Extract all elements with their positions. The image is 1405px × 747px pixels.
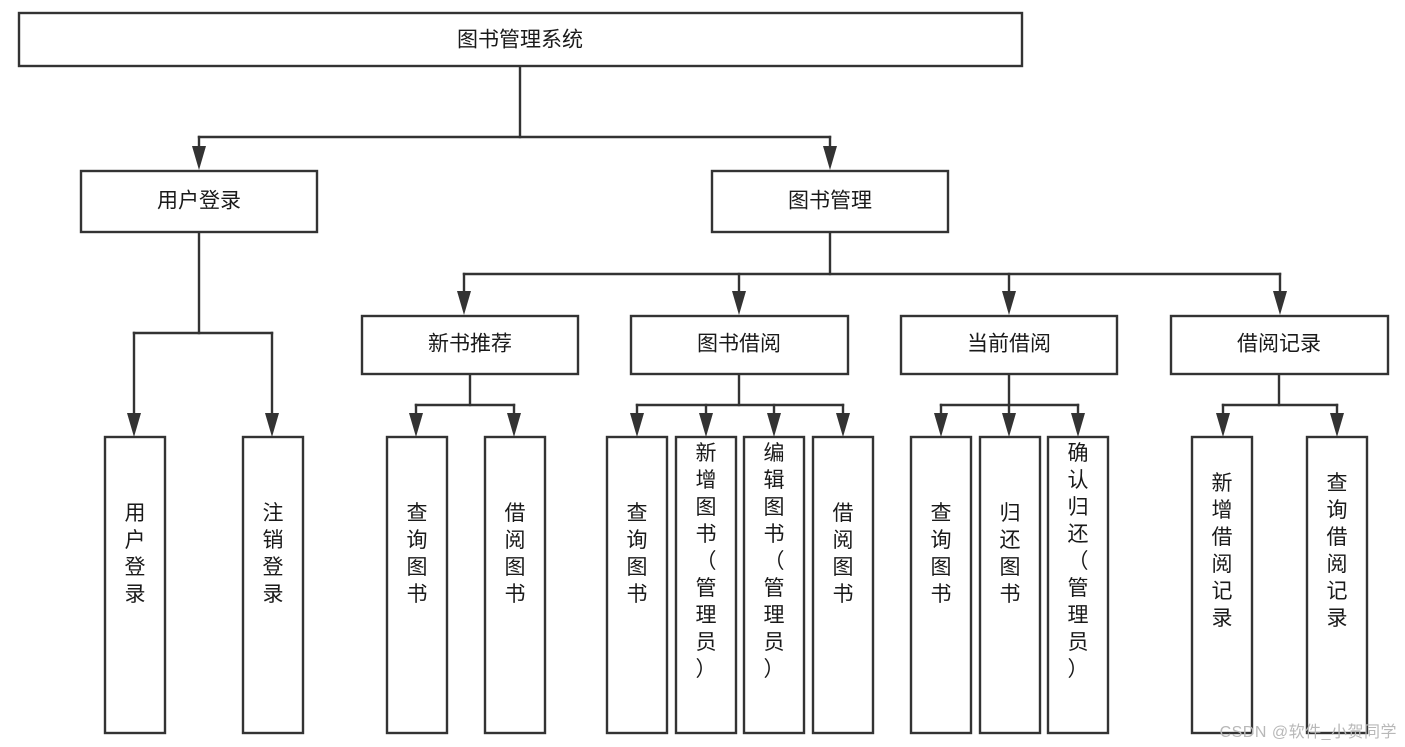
leaf-box-3[interactable] [483,435,547,735]
node-new-book-recommend-box[interactable] [360,314,580,376]
arrow-user-leaf2 [265,413,279,437]
leaf-node[interactable]: 借阅图书 [483,435,547,735]
connector-group-root [192,64,837,170]
leaf-node[interactable]: 查询借阅记录 [1305,435,1369,735]
node-current-borrow-box[interactable] [899,314,1119,376]
leaf-box-11[interactable] [1190,435,1254,735]
leaf-node[interactable]: 编辑图书（管理员） [742,435,806,735]
arrow-current-l3 [1071,413,1085,437]
leaf-label-10: 确认归还（管理员） [1068,442,1089,681]
node-current-borrow-label: 当前借阅 [967,333,1051,356]
arrow-borrow-l4 [836,413,850,437]
arrow-user-leaf1 [127,413,141,437]
leaf-node[interactable]: 新增借阅记录 [1190,435,1254,735]
arrow-book-c4 [1273,291,1287,315]
arrow-current-l2 [1002,413,1016,437]
arrow-borrow-l2 [699,413,713,437]
leaf-node[interactable]: 新增图书（管理员） [674,435,738,735]
leaf-label-12: 查询借阅记录 [1327,472,1348,630]
node-user-login-label: 用户登录 [157,190,241,213]
leaf-box-7[interactable] [811,435,875,735]
arrow-root-to-book [823,146,837,170]
node-book-borrow-label: 图书借阅 [697,333,781,356]
connector-group-user-login [127,230,279,437]
leaf-box-4[interactable] [605,435,669,735]
leaf-label-3: 借阅图书 [505,502,526,606]
leaf-label-7: 借阅图书 [833,502,854,606]
leaf-label-11: 新增借阅记录 [1212,472,1233,630]
arrow-newbook-l1 [409,413,423,437]
node-root-label: 图书管理系统 [457,29,583,52]
leaf-label-1: 注销登录 [263,502,284,606]
arrow-borrow-l3 [767,413,781,437]
leaf-node[interactable]: 查询图书 [385,435,449,735]
connector-group-book-manage [457,230,1287,315]
leaf-box-8[interactable] [909,435,973,735]
connector-group-record [1216,372,1344,437]
node-user-login[interactable]: 用户登录 [79,169,319,234]
leaf-node[interactable]: 用户登录 [103,435,167,735]
leaf-label-0: 用户登录 [125,502,146,606]
leaf-node[interactable]: 查询图书 [605,435,669,735]
leaf-node[interactable]: 确认归还（管理员） [1046,435,1110,735]
node-borrow-record-box[interactable] [1169,314,1390,376]
leaf-box-12[interactable] [1305,435,1369,735]
arrow-record-l1 [1216,413,1230,437]
leaf-label-6: 编辑图书（管理员） [764,442,785,681]
node-book-manage-box[interactable] [710,169,950,234]
arrow-book-c3 [1002,291,1016,315]
node-book-manage-label: 图书管理 [788,190,872,213]
node-new-book-recommend-label: 新书推荐 [428,333,512,356]
node-root[interactable]: 图书管理系统 [17,11,1024,68]
arrow-borrow-l1 [630,413,644,437]
node-borrow-record-label: 借阅记录 [1237,333,1321,356]
leaf-node[interactable]: 查询图书 [909,435,973,735]
leaf-box-2[interactable] [385,435,449,735]
node-root-box[interactable] [17,11,1024,68]
leaf-box-0[interactable] [103,435,167,735]
arrow-record-l2 [1330,413,1344,437]
node-current-borrow[interactable]: 当前借阅 [899,314,1119,376]
node-book-manage[interactable]: 图书管理 [710,169,950,234]
connector-group-newbook [409,372,521,437]
leaf-label-9: 归还图书 [1000,502,1021,606]
arrow-book-c1 [457,291,471,315]
node-user-login-box[interactable] [79,169,319,234]
leaf-node[interactable]: 借阅图书 [811,435,875,735]
leaf-label-5: 新增图书（管理员） [696,442,717,681]
leaf-box-5[interactable] [674,435,738,735]
leaf-node[interactable]: 归还图书 [978,435,1042,735]
arrow-current-l1 [934,413,948,437]
leaf-box-10[interactable] [1046,435,1110,735]
leaf-box-9[interactable] [978,435,1042,735]
leaf-box-6[interactable] [742,435,806,735]
leaf-box-1[interactable] [241,435,305,735]
node-borrow-record[interactable]: 借阅记录 [1169,314,1390,376]
node-book-borrow-box[interactable] [629,314,850,376]
connector-group-current [934,372,1085,437]
leaf-label-8: 查询图书 [931,502,952,606]
node-book-borrow[interactable]: 图书借阅 [629,314,850,376]
arrow-newbook-l2 [507,413,521,437]
leaf-label-2: 查询图书 [407,502,428,606]
connector-group-borrow [630,372,850,437]
arrow-book-c2 [732,291,746,315]
leaf-node[interactable]: 注销登录 [241,435,305,735]
arrow-root-to-user [192,146,206,170]
leaf-label-4: 查询图书 [627,502,648,606]
node-new-book-recommend[interactable]: 新书推荐 [360,314,580,376]
csdn-watermark: CSDN @软件_小贺同学 [1219,724,1397,741]
